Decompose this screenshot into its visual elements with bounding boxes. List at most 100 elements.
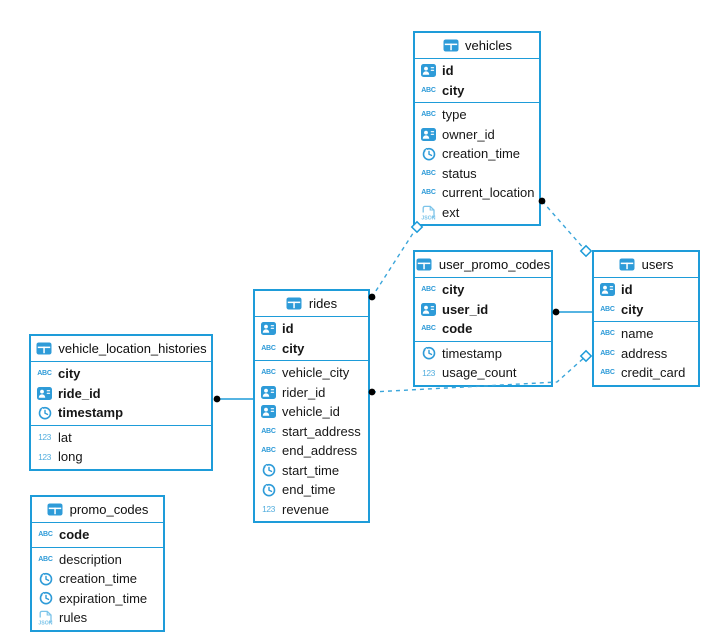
column-name: city xyxy=(58,366,81,382)
column-row-creation_time[interactable]: creation_time xyxy=(32,569,163,589)
column-name: city xyxy=(621,301,644,317)
timestamp-icon xyxy=(36,406,53,420)
table-title: vehicle_location_histories xyxy=(58,341,207,356)
uuid-icon xyxy=(36,386,53,400)
connector-diamond xyxy=(579,244,593,258)
string-icon: ABC xyxy=(600,349,615,357)
column-name: owner_id xyxy=(442,126,495,142)
column-name: type xyxy=(442,107,467,123)
connector-dot xyxy=(552,308,560,316)
column-name: lat xyxy=(58,429,72,445)
column-row-start_time[interactable]: start_time xyxy=(255,461,368,481)
table-title-bar[interactable]: user_promo_codes xyxy=(415,252,551,278)
string-icon: ABC xyxy=(261,344,276,352)
column-name: status xyxy=(442,165,477,181)
string-icon: ABC xyxy=(421,111,436,119)
column-row-description[interactable]: ABC description xyxy=(32,550,163,570)
column-name: id xyxy=(282,321,294,337)
column-row-ride_id[interactable]: ride_id xyxy=(31,384,211,404)
column-name: id xyxy=(621,282,633,298)
column-row-id[interactable]: id xyxy=(415,61,539,81)
string-icon: ABC xyxy=(421,286,436,294)
column-row-city[interactable]: ABC city xyxy=(31,364,211,384)
column-row-timestamp[interactable]: timestamp xyxy=(415,344,551,364)
column-row-user_id[interactable]: user_id xyxy=(415,300,551,320)
column-row-vehicle_id[interactable]: vehicle_id xyxy=(255,402,368,422)
table-title-bar[interactable]: rides xyxy=(255,291,368,317)
column-row-type[interactable]: ABC type xyxy=(415,105,539,125)
table-title: users xyxy=(641,257,674,272)
columns-section: timestamp 123 usage_count xyxy=(415,340,551,385)
column-name: expiration_time xyxy=(59,590,148,606)
string-icon: ABC xyxy=(261,369,276,377)
column-row-end_time[interactable]: end_time xyxy=(255,480,368,500)
string-icon: ABC xyxy=(421,189,436,197)
column-row-timestamp[interactable]: timestamp xyxy=(31,403,211,423)
uuid-icon xyxy=(260,385,277,399)
table-title-bar[interactable]: users xyxy=(594,252,698,278)
column-name: long xyxy=(58,449,83,465)
table-title: vehicles xyxy=(465,38,512,53)
column-row-expiration_time[interactable]: expiration_time xyxy=(32,589,163,609)
column-row-owner_id[interactable]: owner_id xyxy=(415,125,539,145)
column-name: creation_time xyxy=(59,571,138,587)
column-name: description xyxy=(59,551,122,567)
column-name: rules xyxy=(59,610,88,626)
column-row-creation_time[interactable]: creation_time xyxy=(415,144,539,164)
string-icon: ABC xyxy=(37,370,52,378)
column-row-usage_count[interactable]: 123 usage_count xyxy=(415,363,551,383)
string-icon: ABC xyxy=(38,555,53,563)
column-row-rider_id[interactable]: rider_id xyxy=(255,383,368,403)
column-name: usage_count xyxy=(442,365,517,381)
relation-vehicles-users xyxy=(538,197,593,258)
table-title-bar[interactable]: vehicle_location_histories xyxy=(31,336,211,362)
table-title-bar[interactable]: promo_codes xyxy=(32,497,163,523)
uuid-icon xyxy=(420,64,437,78)
table-icon xyxy=(416,258,433,271)
number-icon: 123 xyxy=(422,367,435,378)
table-icon xyxy=(619,258,636,271)
string-icon: ABC xyxy=(600,369,615,377)
connector-dot xyxy=(213,395,221,403)
column-name: timestamp xyxy=(442,345,502,361)
table-icon xyxy=(35,342,52,355)
svg-text:JSON: JSON xyxy=(421,215,435,220)
column-row-id[interactable]: id xyxy=(594,280,698,300)
column-row-ext[interactable]: JSON ext xyxy=(415,203,539,223)
relation-user_promo_codes-users xyxy=(552,308,592,316)
column-name: creation_time xyxy=(442,146,521,162)
column-row-id[interactable]: id xyxy=(255,319,368,339)
table-title: promo_codes xyxy=(69,502,149,517)
column-name: ext xyxy=(442,204,460,220)
table-title-bar[interactable]: vehicles xyxy=(415,33,539,59)
string-icon: ABC xyxy=(261,447,276,455)
